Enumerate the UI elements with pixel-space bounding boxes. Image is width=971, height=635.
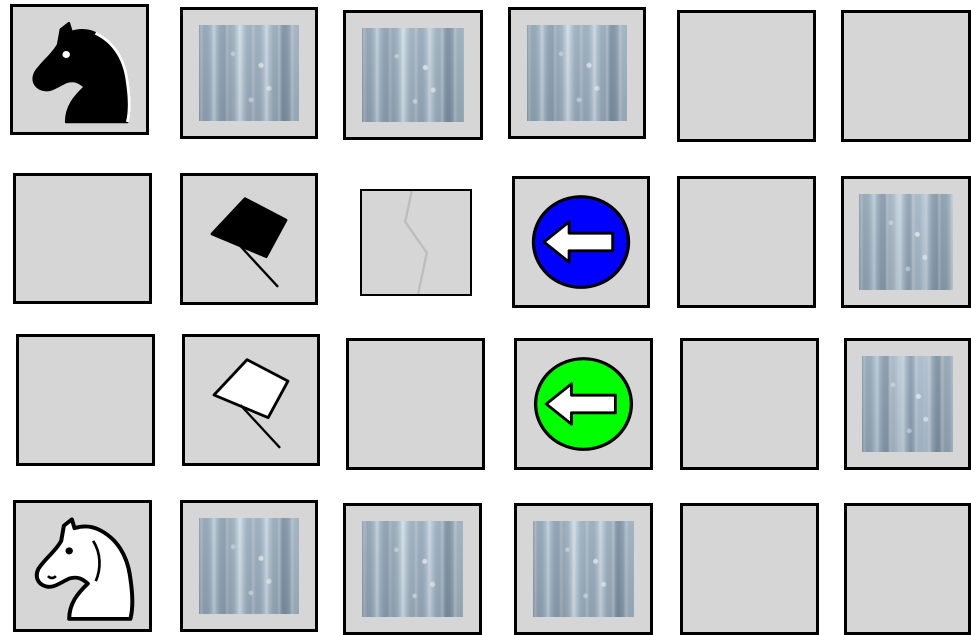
black-flag-icon (183, 176, 315, 302)
board-cell-r1-c5[interactable] (677, 10, 816, 142)
board-cell-r2-c3[interactable] (360, 189, 472, 296)
board-cell-r3-c5[interactable] (680, 338, 819, 470)
board-cell-r1-c3[interactable] (343, 10, 483, 140)
board-cell-r2-c1[interactable] (13, 173, 152, 304)
board-cell-r3-c4[interactable] (514, 338, 653, 470)
board-cell-r4-c6[interactable] (844, 503, 971, 635)
blue-left-arrow-icon (515, 179, 647, 305)
green-left-arrow-icon (517, 341, 650, 467)
board-cell-r4-c2[interactable] (180, 500, 318, 632)
board-cell-r1-c4[interactable] (508, 7, 646, 139)
board-cell-r2-c4[interactable] (512, 176, 650, 308)
ice-texture-block (346, 506, 479, 632)
ice-texture-block (346, 13, 480, 137)
ice-texture-block (847, 341, 968, 467)
board-cell-r3-c3[interactable] (346, 338, 485, 470)
board-cell-r1-c6[interactable] (841, 10, 971, 142)
crack-icon (362, 191, 470, 294)
black-knight-icon (13, 7, 146, 132)
board-cell-r4-c1[interactable] (13, 500, 152, 632)
board-cell-r2-c6[interactable] (841, 176, 971, 308)
board-cell-r3-c6[interactable] (844, 338, 971, 470)
board-cell-r4-c5[interactable] (680, 503, 819, 635)
board-cell-r4-c4[interactable] (514, 503, 653, 635)
board-cell-r3-c2[interactable] (182, 334, 320, 466)
ice-texture-block (517, 506, 650, 632)
white-knight-icon (16, 503, 149, 629)
board-cell-r1-c1[interactable] (10, 4, 149, 135)
board-cell-r2-c5[interactable] (677, 176, 816, 308)
board-cell-r4-c3[interactable] (343, 503, 482, 635)
ice-texture-block (183, 503, 315, 629)
white-flag-icon (185, 337, 317, 463)
ice-texture-block (844, 179, 968, 305)
board-cell-r2-c2[interactable] (180, 173, 318, 305)
ice-texture-block (183, 10, 315, 136)
board-cell-r1-c2[interactable] (180, 7, 318, 139)
ice-texture-block (511, 10, 643, 136)
board-cell-r3-c1[interactable] (16, 334, 155, 466)
